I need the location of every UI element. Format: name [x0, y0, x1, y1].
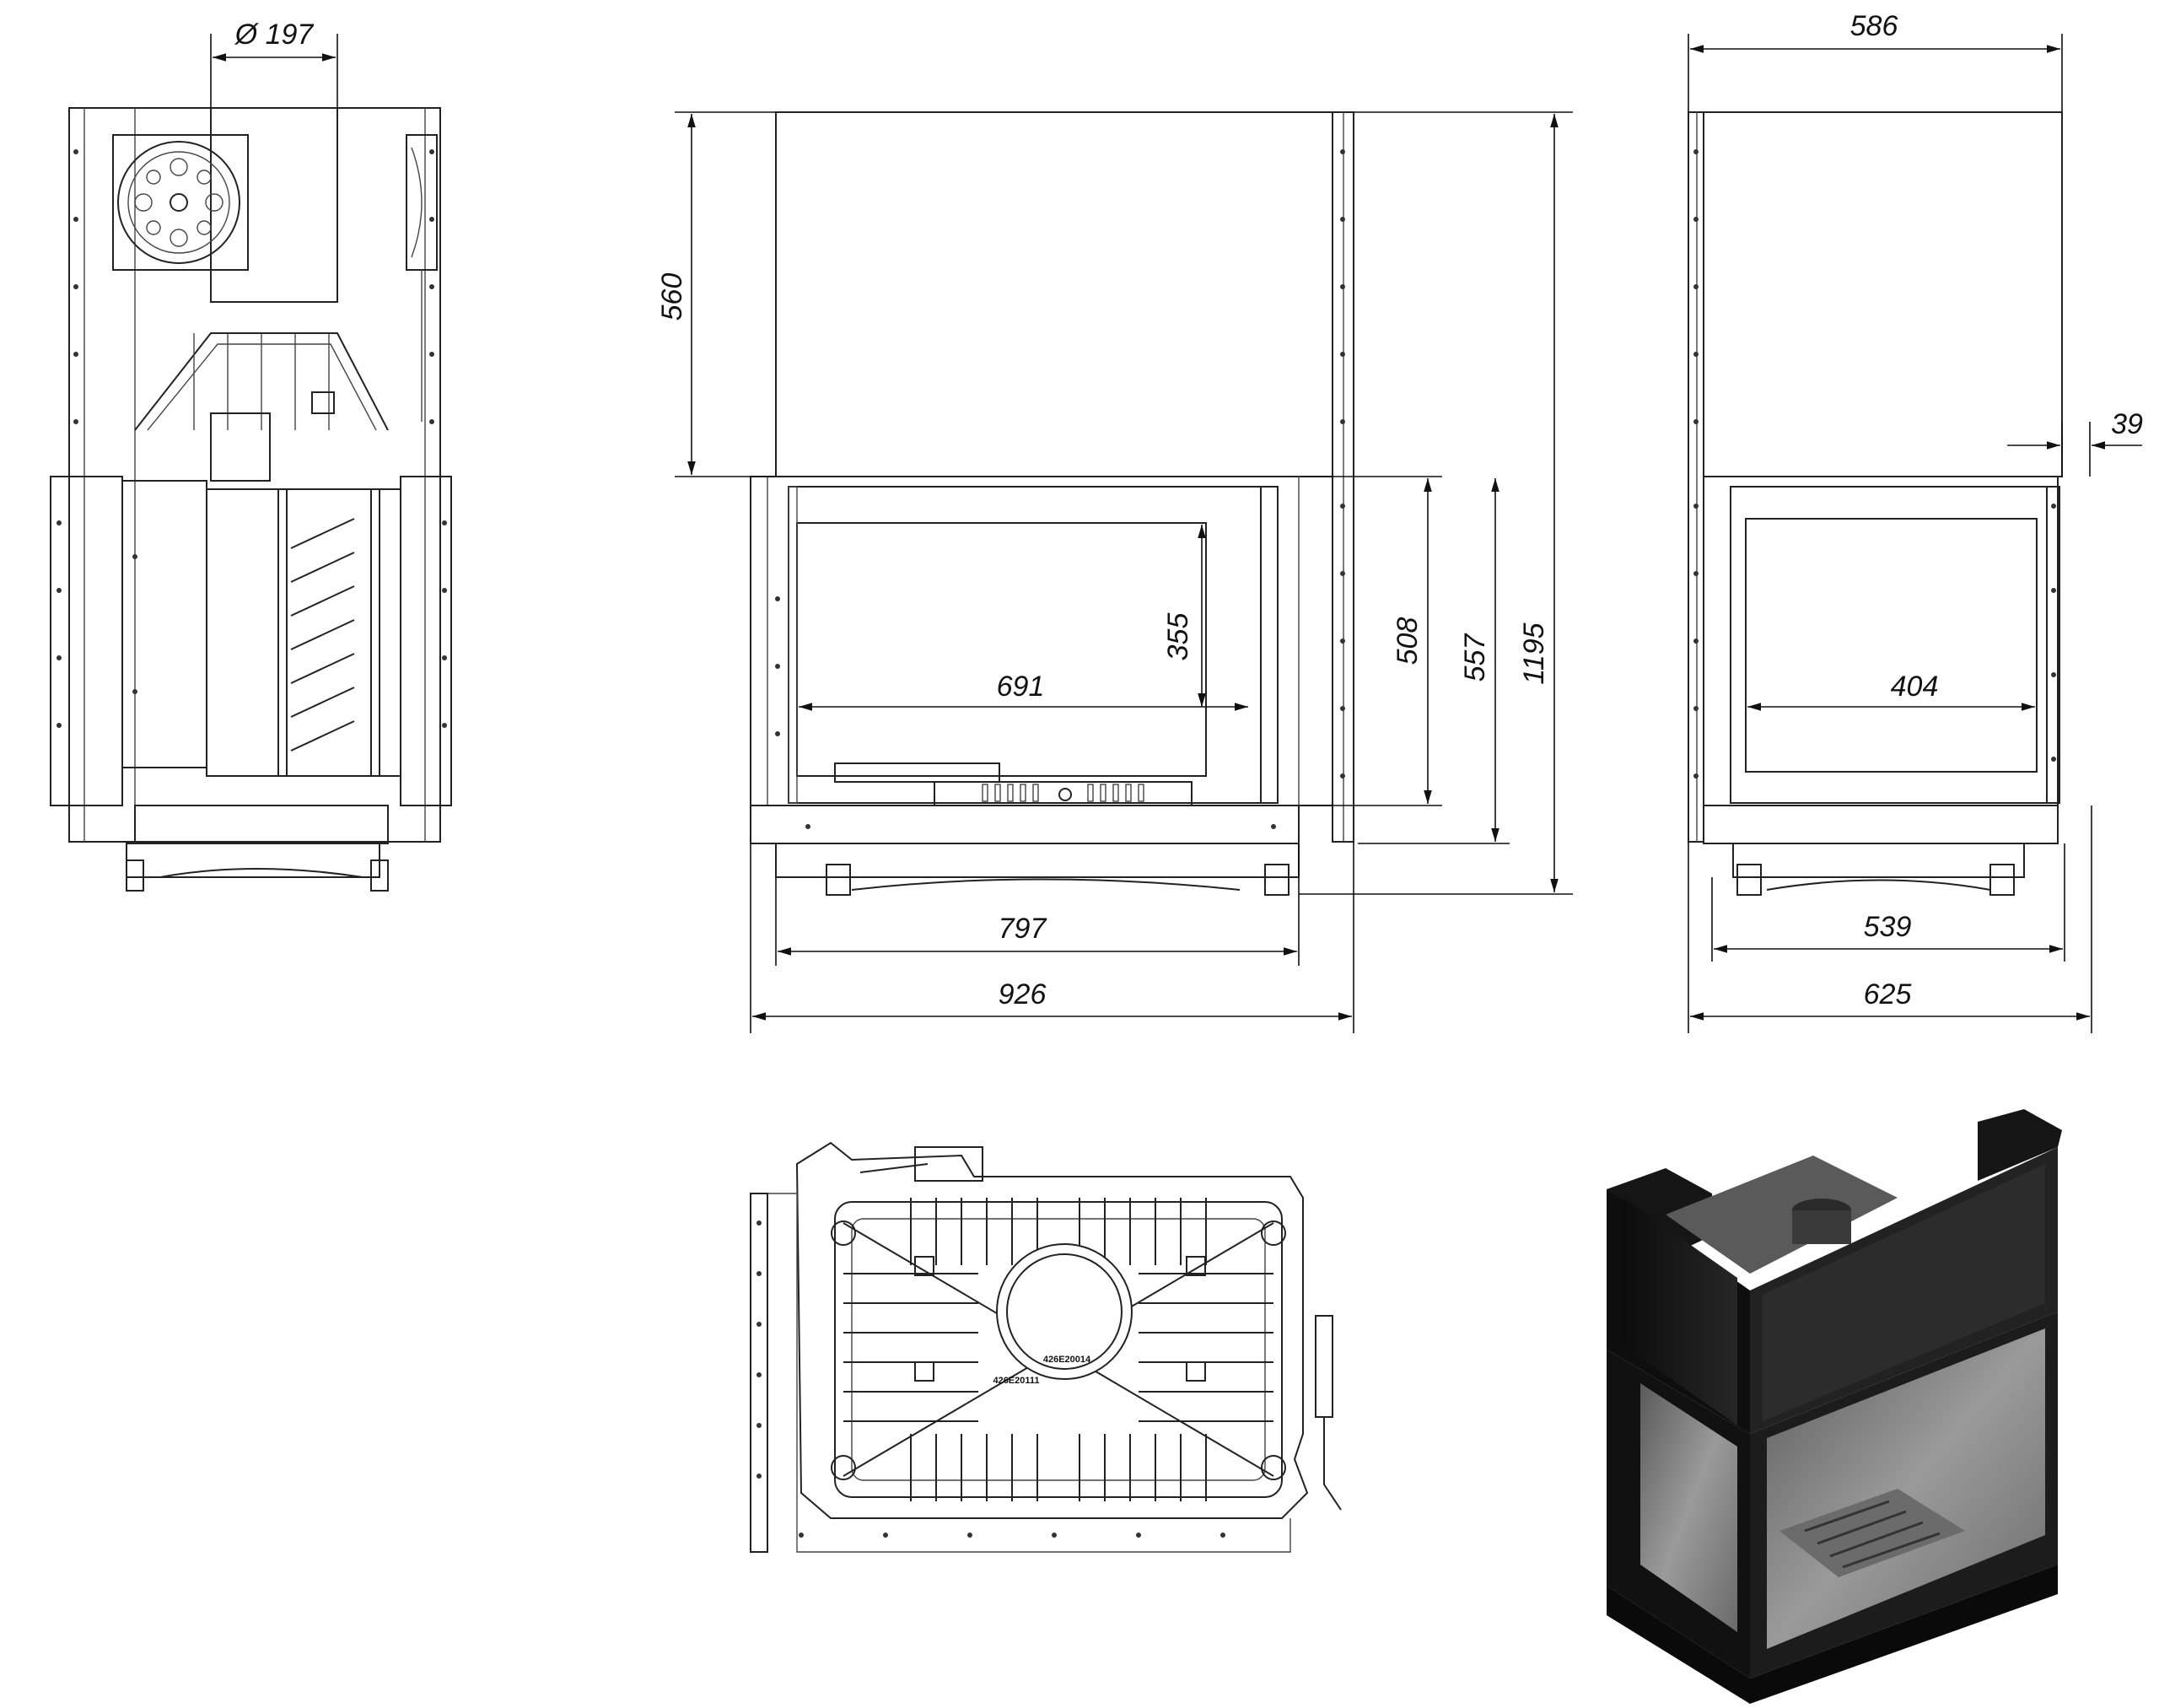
dim-side-depth-top: 586 [1850, 10, 1898, 42]
dim-door-height: 508 [1392, 617, 1424, 665]
dim-top-height: 560 [656, 273, 688, 321]
side-view-bolts [57, 149, 447, 728]
grate-lines [290, 518, 355, 752]
top-view: 426E20014 426E20111 [750, 1141, 1342, 1553]
plate-code-2: 426E20111 [993, 1376, 1039, 1386]
front-view-bolts [775, 149, 1345, 829]
plate-code-1: 426E20014 [1043, 1355, 1091, 1365]
dim-glass-width-front: 691 [997, 671, 1045, 703]
dim-opening-height: 557 [1459, 633, 1491, 682]
dim-base-width-side: 539 [1864, 911, 1912, 943]
dim-glass-height: 355 [1162, 613, 1194, 661]
dim-total-height: 1195 [1518, 622, 1550, 684]
dim-total-width-side: 625 [1864, 978, 1912, 1010]
top-view-bolts [756, 1220, 1225, 1538]
right-side-view: 586 39 404 539 625 [1688, 10, 2143, 1033]
air-vent-slots [982, 784, 1144, 802]
dim-total-width-front: 926 [999, 978, 1047, 1010]
front-view: 560 355 691 508 557 1195 797 926 [656, 111, 1573, 1033]
dim-offset-39: 39 [2111, 408, 2143, 440]
side-section-view: Ø 197 [50, 19, 452, 892]
dim-base-width-front: 797 [999, 913, 1047, 945]
render-3d-view [1607, 1109, 2062, 1704]
dim-glass-width-side: 404 [1891, 671, 1939, 703]
dim-flue-diameter: Ø 197 [234, 19, 315, 51]
right-view-bolts [1693, 149, 2056, 779]
top-plate-fins [843, 1198, 1273, 1501]
